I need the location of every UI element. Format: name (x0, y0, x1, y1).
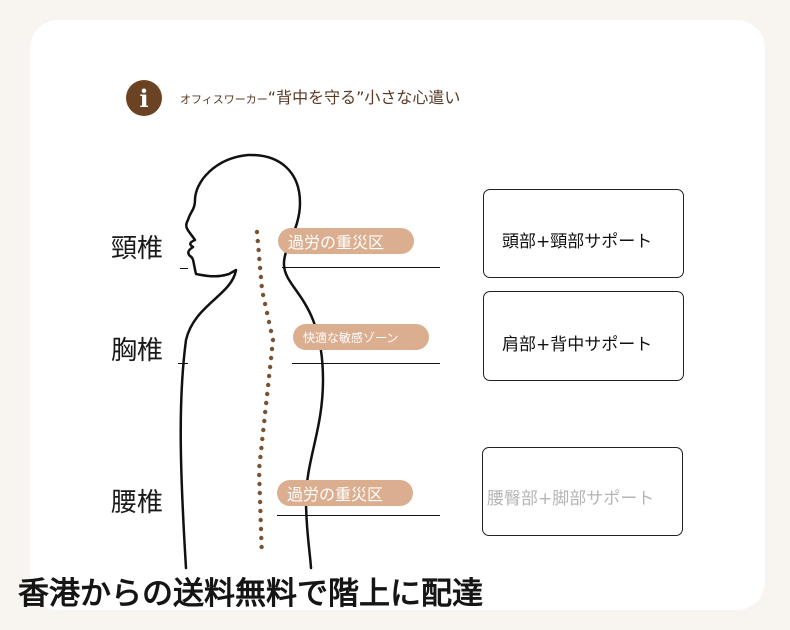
body-outline (179, 153, 325, 570)
support-box-shoulder-back (483, 291, 684, 381)
spine-dot (263, 409, 268, 415)
label-cervical: 頸椎 (111, 234, 164, 264)
spine-dot (268, 328, 274, 334)
header-quote-open: “ (267, 88, 277, 107)
label-thoracic: 胸椎 (111, 336, 164, 366)
header-highlight: 背中を守る (276, 88, 357, 107)
spine-dot (259, 544, 264, 550)
spine-dot (270, 337, 276, 343)
spine-dot (257, 265, 263, 271)
spine-dot (257, 481, 262, 487)
zone-pill-neck: 過労の重災区 (278, 228, 414, 254)
spine-dot (268, 355, 274, 361)
support-box-waist-leg (482, 447, 683, 536)
zone-pill-chest: 快適な敏感ゾーン (293, 324, 429, 350)
spine-dot (258, 274, 264, 280)
spine-dot (257, 463, 262, 469)
spine-dot (262, 301, 268, 307)
spine-dot (265, 391, 270, 397)
spine-dot (267, 364, 273, 370)
spine-dots (254, 229, 276, 550)
shipping-banner: 香港からの送料無料で階上に配達 (18, 576, 483, 612)
spine-dot (260, 436, 265, 442)
spine-dot (258, 508, 263, 514)
support-text-waist-leg: 腰臀部+脚部サポート (487, 489, 655, 509)
header-suffix: 小さな心遣い (364, 88, 461, 107)
support-text-shoulder-back: 肩部+背中サポート (502, 335, 653, 355)
leader-waist (277, 515, 440, 516)
header-prefix: オフィスワーカー (180, 93, 268, 106)
spine-dot (260, 292, 266, 298)
header-title: オフィスワーカー“背中を守る”小さな心遣い (180, 86, 460, 112)
spine-dot (257, 256, 262, 262)
spine-dot (264, 310, 270, 316)
spine-dot (262, 418, 267, 424)
spine-dot (258, 526, 264, 532)
spine-dot (257, 472, 262, 478)
spine-dot (258, 454, 263, 460)
spine-dot (254, 229, 260, 235)
spine-dot (266, 382, 271, 388)
spine-dot (269, 346, 275, 352)
spine-dot (259, 445, 264, 451)
spine-dot (261, 427, 266, 433)
spine-dot (256, 247, 261, 253)
tick-cervical (180, 268, 188, 269)
leader-neck (282, 267, 440, 268)
support-text-head-neck: 頭部+頸部サポート (502, 232, 653, 252)
spine-dot (259, 283, 264, 289)
spine-dot (266, 319, 272, 325)
leader-chest (292, 363, 440, 364)
label-lumbar: 腰椎 (111, 488, 164, 518)
spine-dot (258, 517, 263, 523)
spine-dot (257, 499, 263, 505)
spine-dot (266, 373, 272, 379)
spine-dot (259, 535, 264, 541)
spine-dot (264, 400, 269, 406)
tick-thoracic (178, 363, 188, 364)
spine-dot (257, 490, 262, 496)
spine-dot (255, 238, 260, 244)
info-icon: i (126, 80, 162, 116)
support-box-head-neck (483, 189, 684, 278)
header-quote-close: ” (356, 88, 365, 107)
zone-pill-waist: 過労の重災区 (277, 480, 413, 506)
